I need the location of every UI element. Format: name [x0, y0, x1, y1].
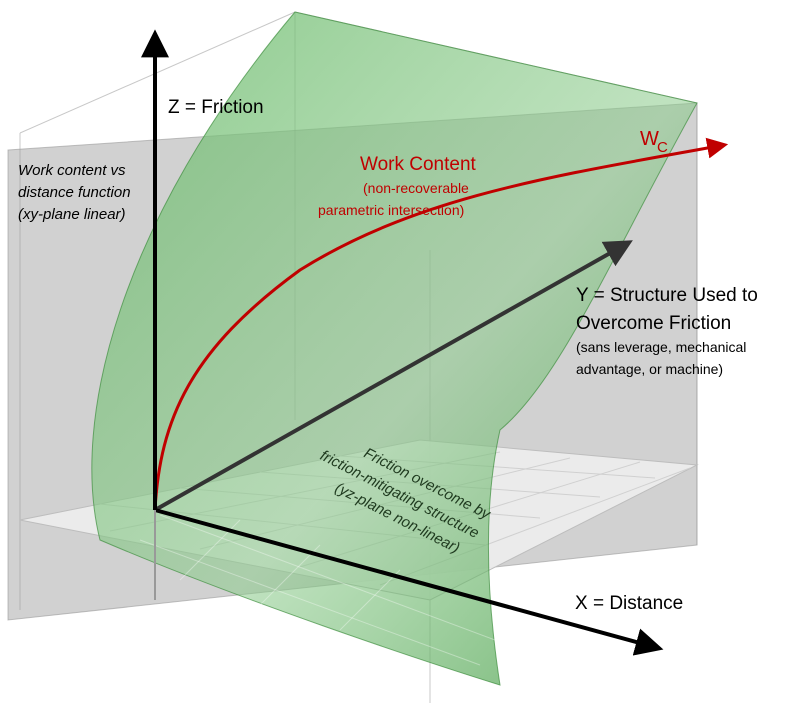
work-content-note-line2: parametric intersection): [318, 202, 464, 218]
work-content-symbol-main: W: [640, 128, 659, 150]
x-axis-label: X = Distance: [575, 593, 683, 614]
y-axis-note-line2: advantage, or machine): [576, 361, 723, 377]
y-axis-label-line1: Y = Structure Used to: [576, 285, 758, 306]
work-content-curve: [153, 137, 729, 511]
z-axis-label: Z = Friction: [168, 97, 264, 118]
plane-label-line2: distance function: [18, 184, 131, 201]
y-axis: [154, 240, 633, 512]
plane-label-line1: Work content vs: [18, 162, 126, 179]
y-axis-label-line2: Overcome Friction: [576, 313, 731, 334]
y-axis-note-line1: (sans leverage, mechanical: [576, 339, 746, 355]
work-content-symbol-sub: C: [657, 139, 668, 156]
plane-label-line3: (xy-plane linear): [18, 206, 126, 223]
work-content-note-line1: (non-recoverable: [363, 180, 469, 196]
work-content-title: Work Content: [360, 154, 477, 175]
x-axis: [154, 508, 664, 656]
work-content-symbol: W C: [640, 128, 668, 156]
